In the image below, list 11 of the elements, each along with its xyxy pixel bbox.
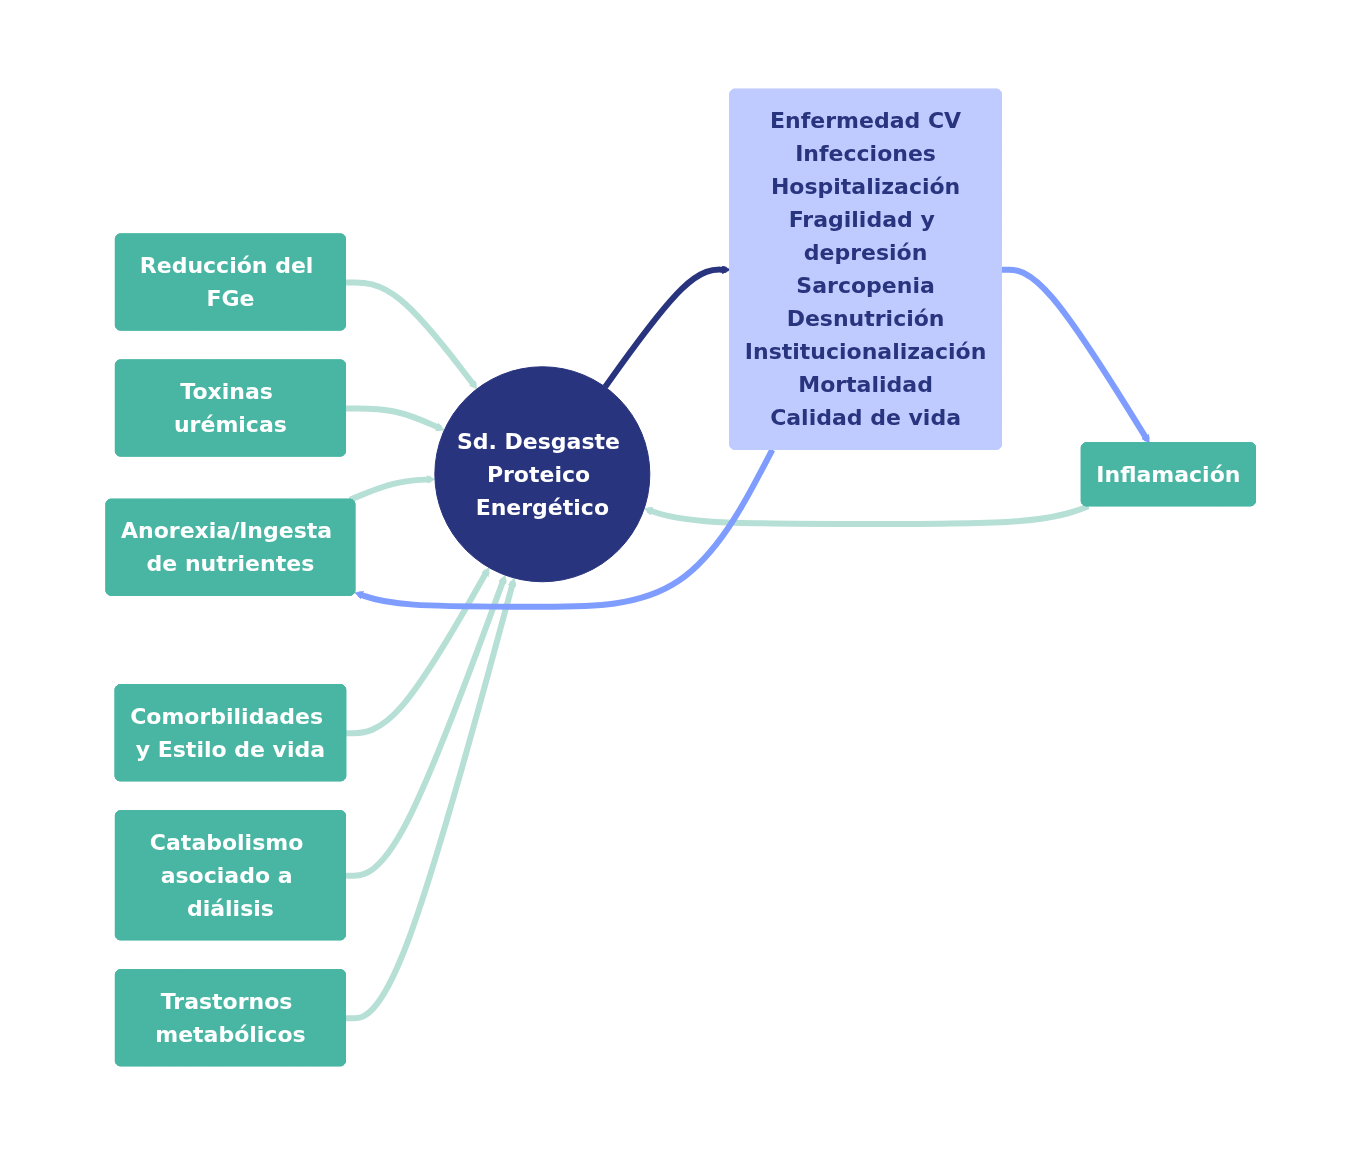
arrow [345,567,490,737]
arrow [602,265,731,389]
arrow [345,574,507,879]
arrow [345,405,445,432]
arrow [348,475,436,503]
arrow [345,577,517,1022]
node-circle: Sd. Desgaste Proteico Energético [434,366,651,583]
arrow [354,448,775,610]
arrow [643,503,1090,527]
arrow [345,279,478,390]
arrow [1001,266,1150,444]
